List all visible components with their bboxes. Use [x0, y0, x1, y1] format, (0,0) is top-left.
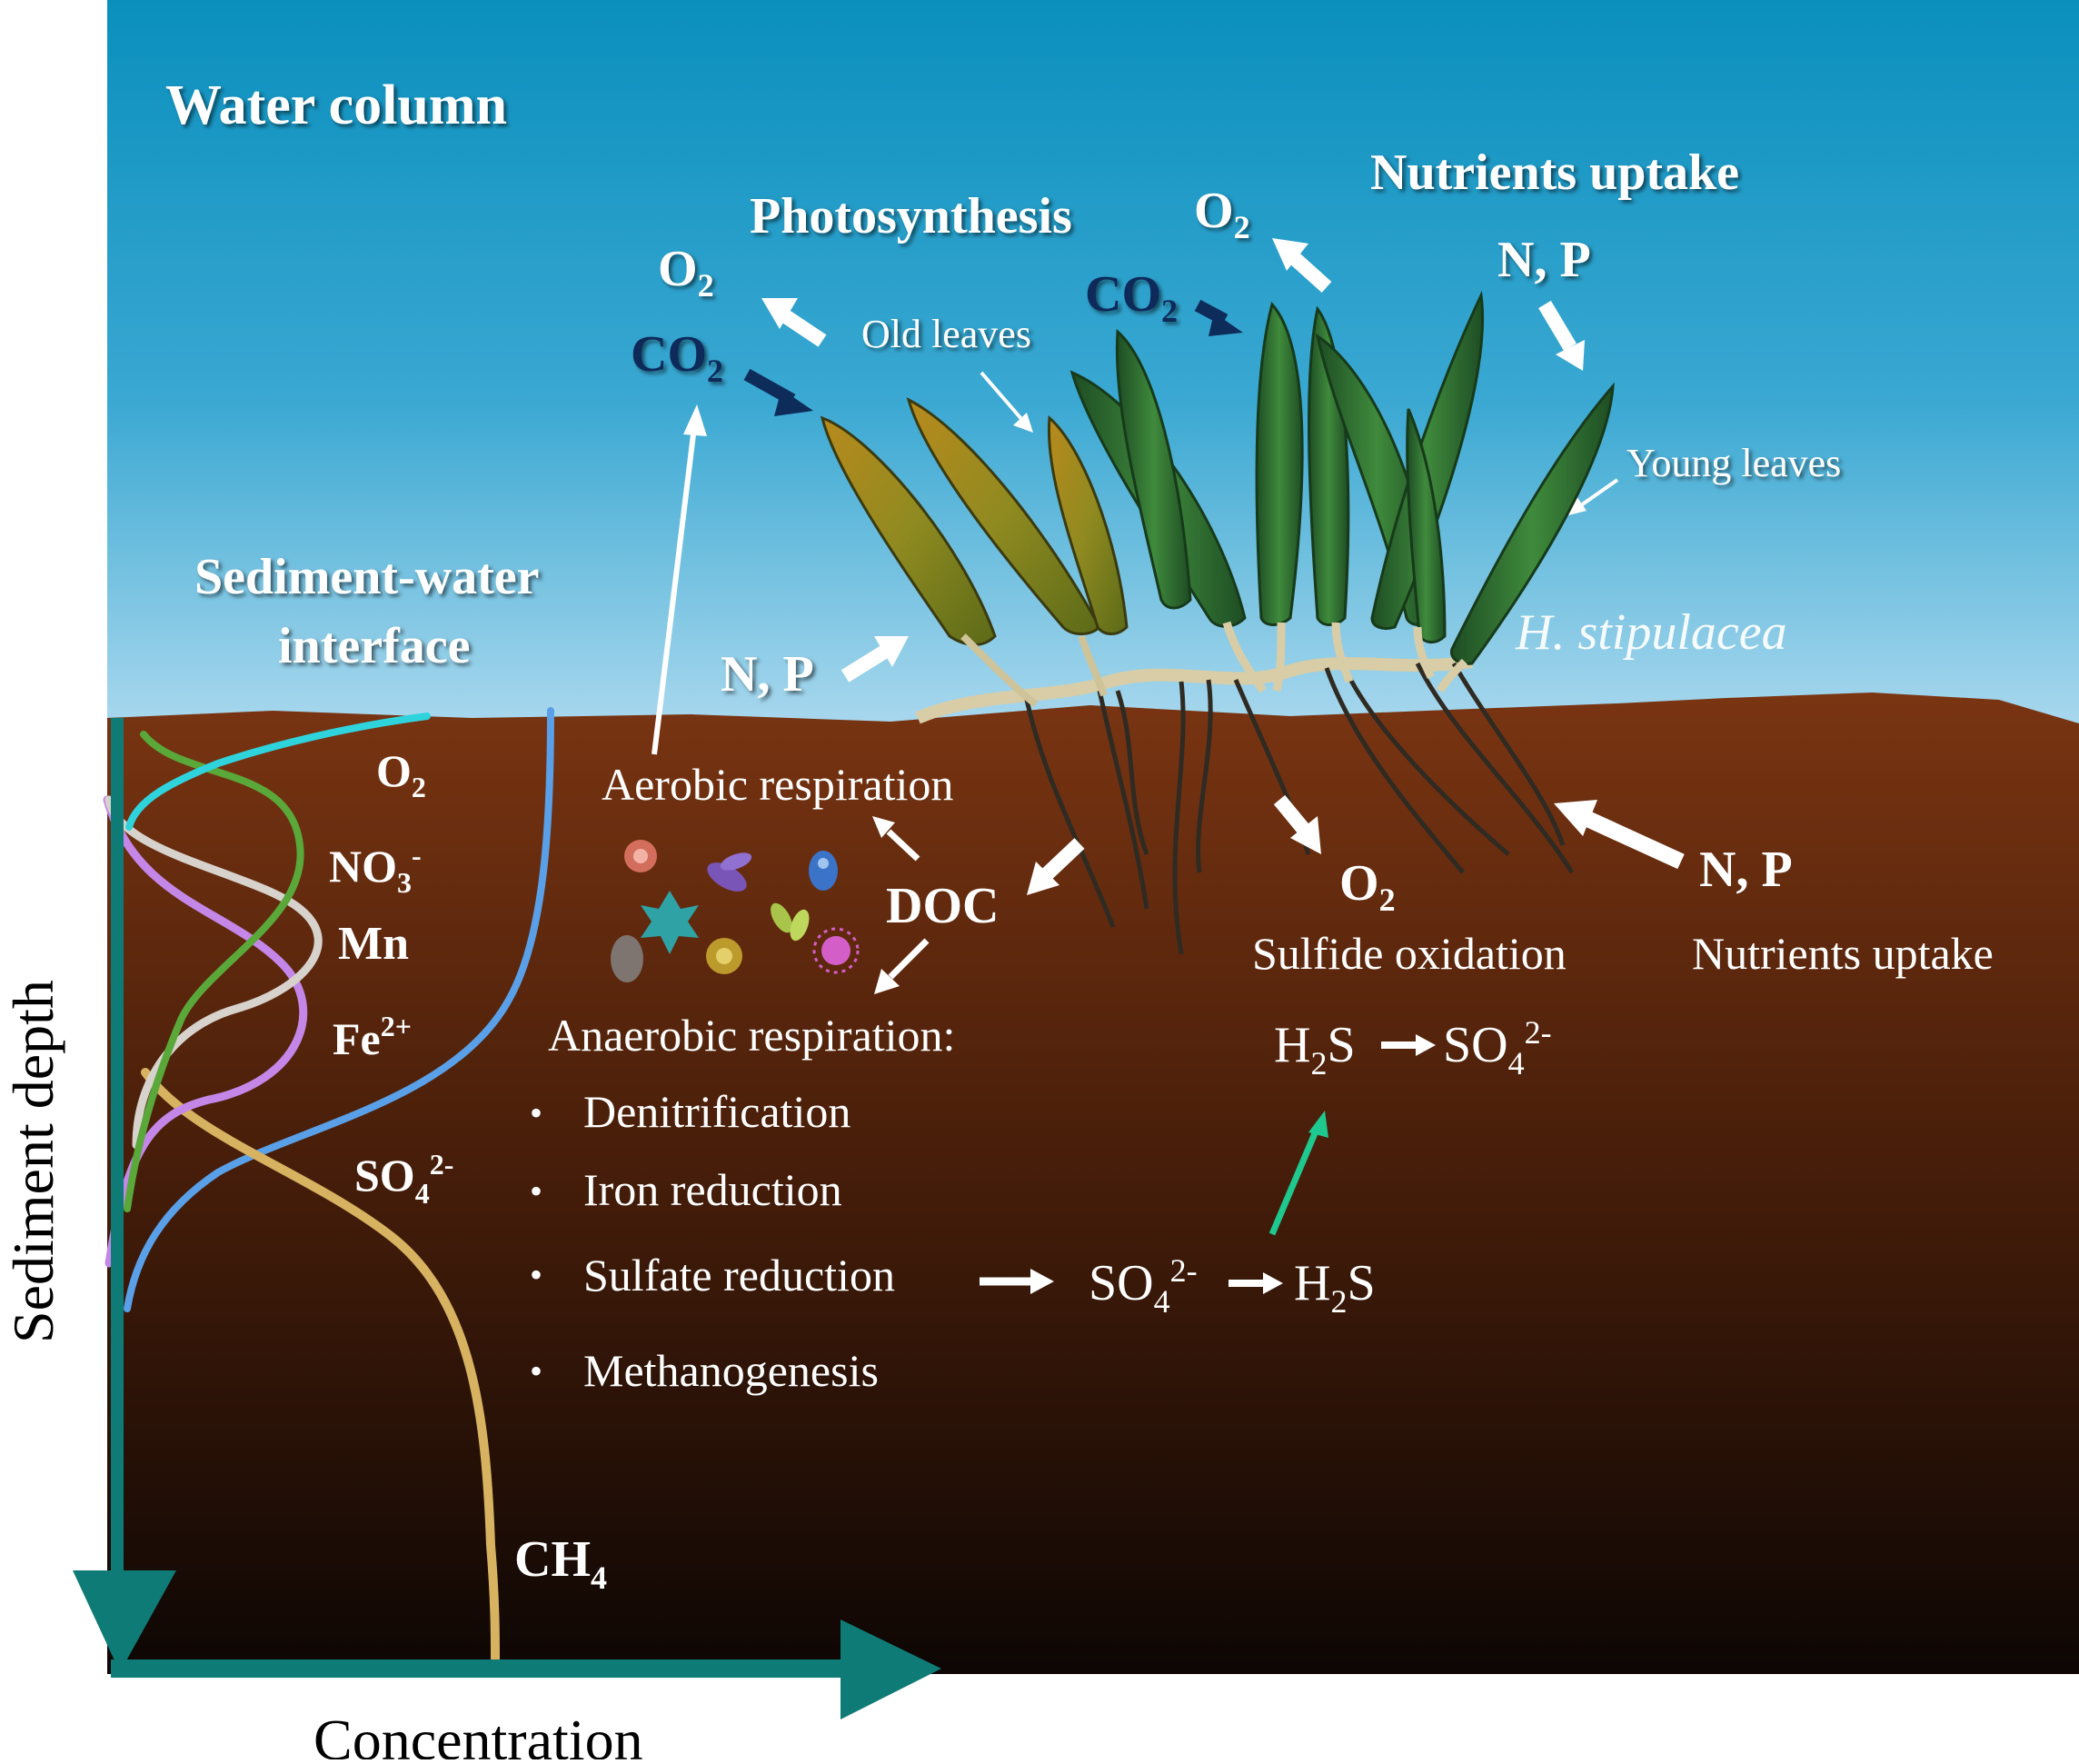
young-leaves [1069, 290, 1615, 665]
bullet-methanogenesis: Methanogenesis [583, 1345, 879, 1396]
np-right-label: N, P [1699, 842, 1793, 898]
o2-right-arrow [1272, 238, 1332, 293]
np-right-arrow [1554, 800, 1685, 870]
np-top-arrow [1538, 300, 1585, 371]
bullet-2-marker: • [530, 1171, 542, 1211]
o2-sediment-label: O2 [1339, 855, 1396, 918]
young-leaf [1406, 408, 1447, 643]
y-axis [73, 718, 176, 1672]
so4-profile-curve [124, 707, 554, 1312]
microbe [809, 851, 838, 891]
sediment-water-label-line2: interface [278, 618, 470, 674]
np-top-label: N, P [1497, 232, 1591, 288]
o2-right-label: O2 [1194, 183, 1250, 245]
aerobic-respiration-label: Aerobic respiration [602, 759, 953, 810]
co2-left-label: CO2 [631, 326, 723, 389]
sulfide-oxidation-label: Sulfide oxidation [1252, 928, 1567, 979]
old-leaf [1047, 414, 1129, 635]
oxidation-reaction-arrow [1381, 1034, 1436, 1056]
so4-reduction-reactant: SO42- [1089, 1252, 1198, 1320]
water-column-label: Water column [165, 75, 507, 136]
microbes-cluster [611, 840, 860, 982]
microbe [611, 935, 643, 982]
nutrients-uptake-bottom-label: Nutrients uptake [1692, 928, 1994, 979]
profile-so4-label: SO42- [354, 1148, 453, 1210]
bullet-iron-reduction: Iron reduction [583, 1164, 842, 1215]
young-leaf [1255, 301, 1304, 626]
bullet-1-marker: • [530, 1092, 542, 1133]
ch4-profile-curve [141, 1068, 500, 1663]
bullet-denitrification: Denitrification [583, 1086, 850, 1137]
doc-to-aerobic-arrow [872, 816, 920, 862]
old-leaf [906, 397, 1101, 635]
o2-profile-curve [125, 713, 431, 831]
aerobic-to-water-arrow [652, 404, 707, 755]
young-leaf [1115, 328, 1192, 610]
reduction-reaction-arrow [1228, 1272, 1283, 1294]
sediment-background [107, 693, 2079, 1674]
x-axis-label: Concentration [313, 1708, 643, 1759]
anaerobic-respiration-label: Anaerobic respiration: [548, 1010, 955, 1061]
rhizome [915, 655, 1474, 724]
species-label: H. stipulacea [1515, 604, 1787, 661]
fe-profile-curve [103, 795, 308, 1268]
sediment-water-label-line1: Sediment-water [194, 549, 539, 605]
h2s-oxidation-reactant: H2S [1274, 1017, 1356, 1081]
microbe [771, 902, 792, 933]
leaf-sheaths [1222, 621, 1468, 693]
doc-label: DOC [886, 878, 999, 934]
microbe [707, 862, 747, 892]
profile-fe-label: Fe2+ [333, 1010, 412, 1064]
old-leaves-label: Old leaves [861, 312, 1031, 356]
doc-to-anaerobic-arrow [874, 938, 930, 994]
doc-from-root-arrow [1027, 838, 1085, 895]
x-axis [111, 1619, 941, 1719]
co2-right-label: CO2 [1085, 266, 1178, 329]
microbe [641, 891, 699, 954]
o2-left-arrow [761, 298, 827, 347]
np-mid-label: N, P [721, 646, 814, 703]
photosynthesis-label: Photosynthesis [750, 188, 1072, 244]
h2s-reduction-product: H2S [1294, 1255, 1376, 1320]
profile-ch4-label: CH4 [514, 1531, 607, 1596]
o2-left-label: O2 [658, 241, 714, 304]
y-axis-label: Sediment depth [1, 980, 65, 1343]
concentration-profiles [103, 707, 554, 1663]
bullet-3-marker: • [530, 1254, 542, 1295]
co2-left-arrow [743, 368, 813, 416]
profile-mn-label: Mn [338, 918, 409, 970]
o2-into-sediment-arrow [1273, 794, 1321, 854]
seagrass-plant [820, 290, 1615, 955]
so4-oxidation-product: SO42- [1443, 1014, 1552, 1081]
microbe [821, 936, 850, 965]
no3-profile-curve [124, 731, 304, 1212]
co2-right-arrow [1194, 299, 1243, 336]
bullet-sulfate-reduction: Sulfate reduction [583, 1250, 895, 1301]
np-mid-arrow [841, 636, 909, 683]
old-leaves-pointer [980, 371, 1033, 433]
old-leaves [820, 397, 1129, 708]
young-leaf [1449, 382, 1615, 665]
young-leaves-label: Young leaves [1626, 441, 1841, 485]
profile-no3-label: NO3- [329, 839, 422, 899]
sulfate-reduction-arrow [980, 1269, 1054, 1294]
nutrients-uptake-top-label: Nutrients uptake [1370, 145, 1739, 201]
young-leaf [1370, 290, 1485, 631]
h2s-upward-arrow [1268, 1111, 1328, 1236]
roots [1024, 662, 1575, 955]
profile-o2-label: O2 [376, 745, 426, 803]
bullet-4-marker: • [530, 1350, 542, 1391]
